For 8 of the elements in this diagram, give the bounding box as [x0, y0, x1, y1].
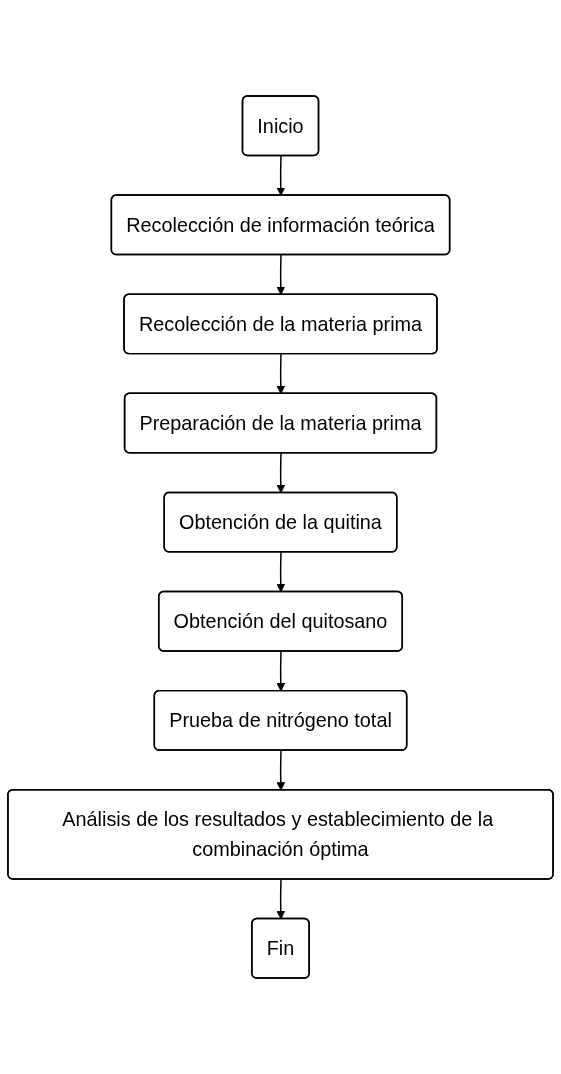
- arrow: [276, 254, 286, 296]
- arrow: [276, 452, 286, 494]
- arrow: [276, 155, 286, 196]
- arrow: [276, 551, 286, 593]
- arrow: [276, 353, 286, 395]
- arrow: [276, 650, 286, 692]
- arrow: [276, 878, 286, 920]
- arrow: [276, 749, 286, 791]
